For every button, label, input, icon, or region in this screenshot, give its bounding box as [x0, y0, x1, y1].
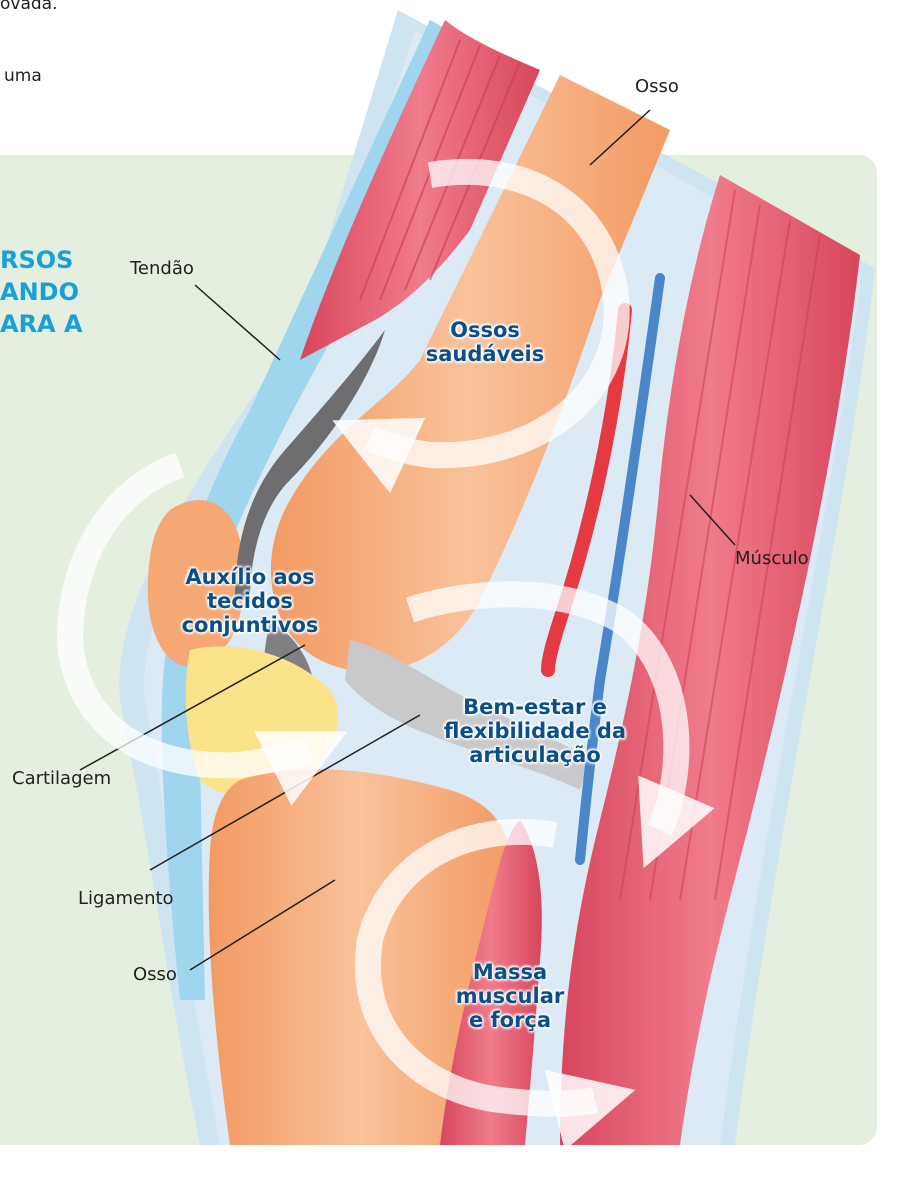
benefit-healthy-bones: Ossos saudáveis: [395, 318, 575, 366]
benefit-line: saudáveis: [395, 342, 575, 366]
benefit-connective-tissue: Auxílio aos tecidos conjuntivos: [155, 565, 345, 637]
label-cartilage: Cartilagem: [12, 768, 111, 789]
benefit-line: tecidos: [155, 589, 345, 613]
benefit-line: e força: [420, 1008, 600, 1032]
benefit-line: conjuntivos: [155, 613, 345, 637]
benefit-line: Massa: [420, 960, 600, 984]
benefit-line: flexibilidade da: [410, 719, 660, 743]
leader-line: [195, 285, 280, 360]
benefit-line: Ossos: [395, 318, 575, 342]
label-osso-bottom: Osso: [133, 964, 177, 985]
benefit-muscle-strength: Massa muscular e força: [420, 960, 600, 1032]
benefit-line: muscular: [420, 984, 600, 1008]
benefit-joint-flexibility: Bem-estar e flexibilidade da articulação: [410, 695, 660, 767]
benefit-line: Auxílio aos: [155, 565, 345, 589]
label-osso-top: Osso: [635, 76, 679, 97]
benefit-line: articulação: [410, 743, 660, 767]
label-ligament: Ligamento: [78, 888, 174, 909]
benefit-line: Bem-estar e: [410, 695, 660, 719]
label-tendon: Tendão: [130, 258, 194, 279]
label-muscle: Músculo: [735, 548, 809, 569]
